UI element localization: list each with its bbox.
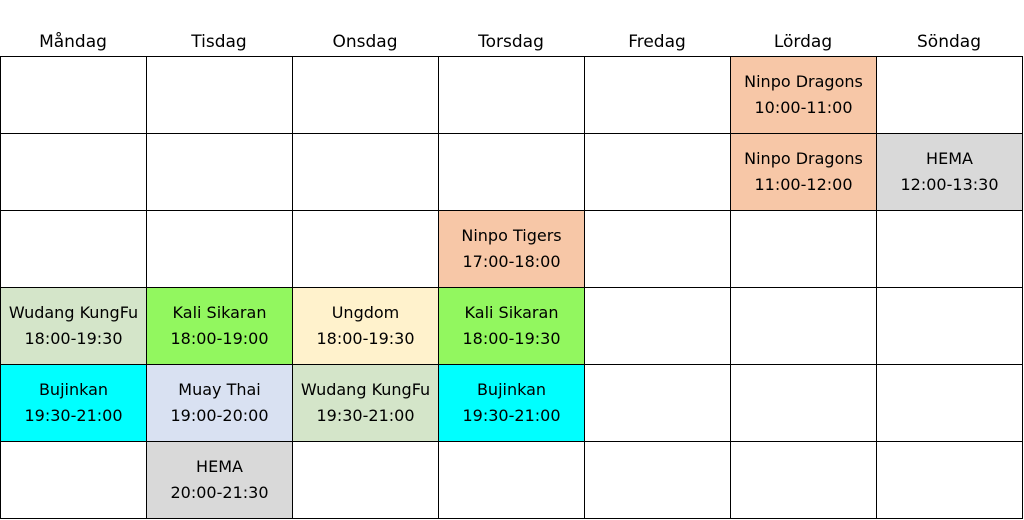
empty-slot <box>584 133 731 211</box>
day-header: Onsdag <box>332 32 398 52</box>
class-name: Ninpo Dragons <box>744 149 863 168</box>
day-header: Söndag <box>917 32 981 52</box>
class-slot: Muay Thai 19:00-20:00 <box>146 364 293 442</box>
empty-slot <box>292 441 439 519</box>
class-name: Bujinkan <box>38 380 109 399</box>
class-name: Ninpo Tigers <box>461 226 562 245</box>
empty-slot <box>876 364 1023 442</box>
class-time: 11:00-12:00 <box>754 175 853 194</box>
class-time: 20:00-21:30 <box>170 483 269 502</box>
empty-slot <box>146 133 293 211</box>
class-name: Wudang KungFu <box>300 380 431 399</box>
schedule-row: Ninpo Dragons 10:00-11:00 <box>0 56 1023 134</box>
class-slot: Kali Sikaran 18:00-19:30 <box>438 287 585 365</box>
schedule-row: Ninpo Dragons 11:00-12:00 HEMA 12:00-13:30 <box>0 133 1023 211</box>
empty-slot <box>876 441 1023 519</box>
class-time: 18:00-19:30 <box>462 329 561 348</box>
empty-slot <box>0 441 147 519</box>
empty-slot <box>730 441 877 519</box>
class-time: 19:30-21:00 <box>462 406 561 425</box>
empty-slot <box>876 210 1023 288</box>
empty-slot <box>584 287 731 365</box>
day-header: Lördag <box>773 32 833 52</box>
empty-slot <box>584 441 731 519</box>
empty-slot <box>292 210 439 288</box>
empty-slot <box>0 210 147 288</box>
empty-slot <box>584 210 731 288</box>
class-slot: Bujinkan 19:30-21:00 <box>438 364 585 442</box>
empty-slot <box>730 287 877 365</box>
class-slot: Wudang KungFu 19:30-21:00 <box>292 364 439 442</box>
class-slot: Bujinkan 19:30-21:00 <box>0 364 147 442</box>
class-name: Kali Sikaran <box>172 303 267 322</box>
class-time: 10:00-11:00 <box>754 98 853 117</box>
class-time: 17:00-18:00 <box>462 252 561 271</box>
schedule-row: Bujinkan 19:30-21:00 Muay Thai 19:00-20:00 W… <box>0 364 1023 442</box>
empty-slot <box>730 210 877 288</box>
class-time: 18:00-19:00 <box>170 329 269 348</box>
empty-slot <box>0 56 147 134</box>
class-slot: Ninpo Tigers 17:00-18:00 <box>438 210 585 288</box>
empty-slot <box>584 56 731 134</box>
schedule-row: HEMA 20:00-21:30 <box>0 441 1023 519</box>
empty-slot <box>146 210 293 288</box>
class-time: 19:30-21:00 <box>24 406 123 425</box>
empty-slot <box>146 56 293 134</box>
empty-slot <box>292 56 439 134</box>
empty-slot <box>292 133 439 211</box>
class-time: 19:30-21:00 <box>316 406 415 425</box>
class-name: Bujinkan <box>476 380 547 399</box>
class-name: Muay Thai <box>178 380 261 399</box>
class-slot: Ninpo Dragons 11:00-12:00 <box>730 133 877 211</box>
day-header: Fredag <box>628 32 686 52</box>
schedule-row: Ninpo Tigers 17:00-18:00 <box>0 210 1023 288</box>
class-slot: Ungdom 18:00-19:30 <box>292 287 439 365</box>
day-header: Måndag <box>39 32 107 52</box>
class-name: Ungdom <box>331 303 400 322</box>
class-name: Wudang KungFu <box>8 303 139 322</box>
empty-slot <box>730 364 877 442</box>
empty-slot <box>584 364 731 442</box>
class-name: Kali Sikaran <box>464 303 559 322</box>
class-slot: HEMA 20:00-21:30 <box>146 441 293 519</box>
empty-slot <box>438 56 585 134</box>
day-header: Tisdag <box>191 32 247 52</box>
schedule-row: Wudang KungFu 18:00-19:30 Kali Sikaran 18:0… <box>0 287 1023 365</box>
empty-slot <box>0 133 147 211</box>
class-name: HEMA <box>196 457 243 476</box>
class-time: 19:00-20:00 <box>170 406 269 425</box>
day-header-row: Måndag Tisdag Onsdag Torsdag Fredag Lördag Sön… <box>0 0 1024 57</box>
day-header: Torsdag <box>478 32 544 52</box>
empty-slot <box>876 287 1023 365</box>
empty-slot <box>438 133 585 211</box>
class-slot: Ninpo Dragons 10:00-11:00 <box>730 56 877 134</box>
class-time: 18:00-19:30 <box>24 329 123 348</box>
class-name: Ninpo Dragons <box>744 72 863 91</box>
class-time: 12:00-13:30 <box>900 175 999 194</box>
empty-slot <box>876 56 1023 134</box>
class-slot: Wudang KungFu 18:00-19:30 <box>0 287 147 365</box>
empty-slot <box>438 441 585 519</box>
class-slot: HEMA 12:00-13:30 <box>876 133 1023 211</box>
class-slot: Kali Sikaran 18:00-19:00 <box>146 287 293 365</box>
class-time: 18:00-19:30 <box>316 329 415 348</box>
class-name: HEMA <box>926 149 973 168</box>
